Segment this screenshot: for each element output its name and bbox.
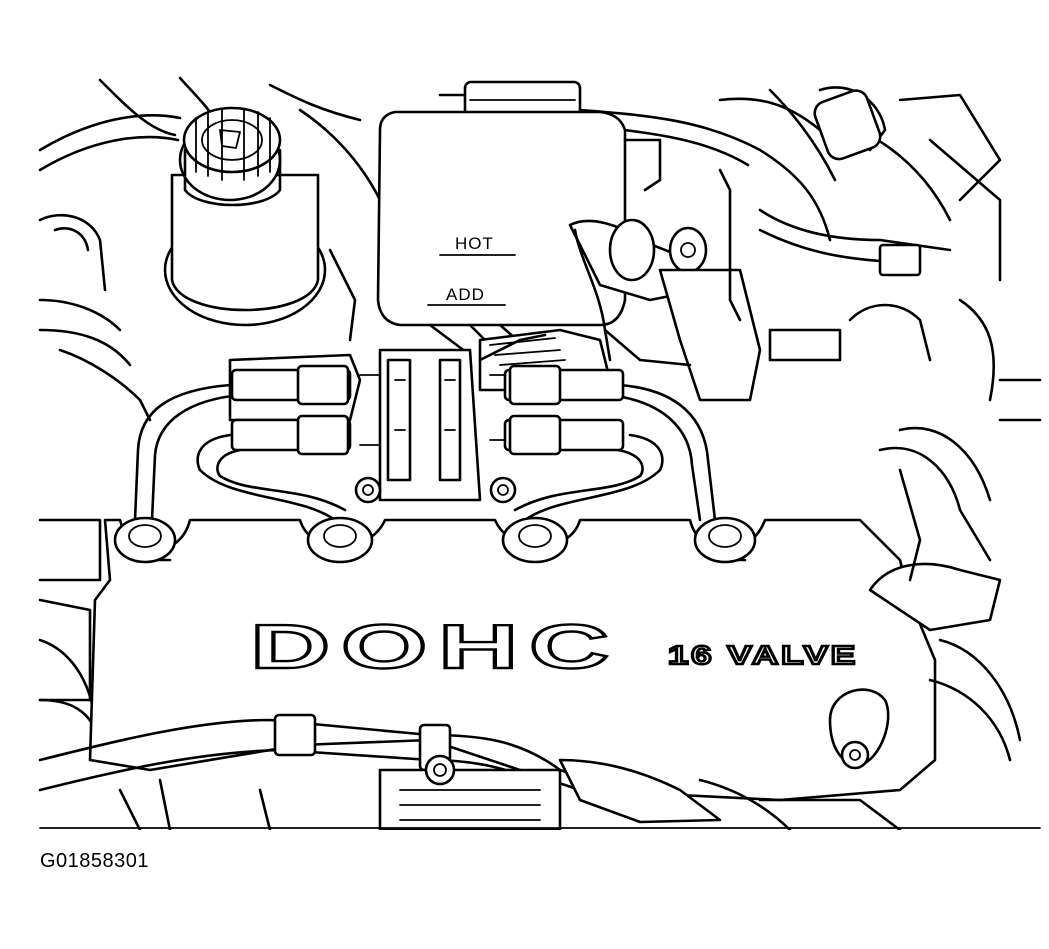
oil-filler-cap: [163, 106, 357, 342]
reservoir-add-marking: ADD: [446, 285, 485, 304]
sensor-bracket: [568, 168, 762, 402]
valve-cover-logo-main: DOHC: [250, 613, 620, 682]
valve-cover-logo-sub: 16 VALVE: [668, 640, 858, 670]
right-components: [868, 378, 1042, 762]
manifold-bolts: [354, 476, 517, 504]
valve-cover: DOHC 16 VALVE: [88, 516, 937, 802]
reservoir-hot-marking: HOT: [455, 234, 494, 253]
coolant-reservoir: HOT ADD: [376, 110, 662, 362]
lower-harness: [38, 598, 902, 830]
figure-id-label: G01858301: [40, 850, 150, 872]
engine-illustration: HOT ADD: [38, 76, 1042, 830]
spark-plug-wires: [133, 364, 717, 522]
